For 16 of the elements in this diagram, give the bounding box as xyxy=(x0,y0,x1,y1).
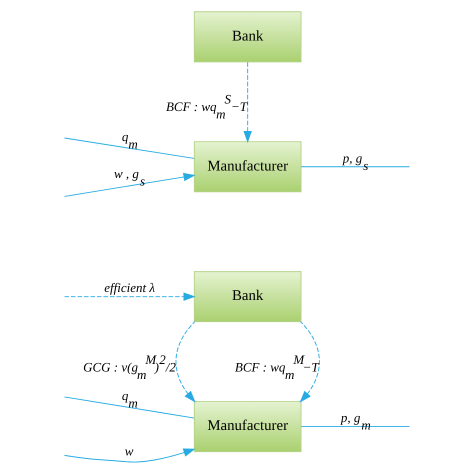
node-box: Bank xyxy=(194,11,302,62)
arrow xyxy=(176,321,196,403)
arrow xyxy=(64,448,196,462)
arrow xyxy=(300,321,320,403)
edge-label: w xyxy=(124,444,134,459)
node-box: Bank xyxy=(194,271,302,322)
arrow xyxy=(243,62,252,144)
node-box: Manufacturer xyxy=(194,141,302,192)
connector xyxy=(64,138,195,159)
arrow xyxy=(64,292,196,301)
connector xyxy=(300,426,410,428)
node-box: Manufacturer xyxy=(194,401,302,452)
arrow xyxy=(64,172,196,197)
connector xyxy=(64,396,195,418)
connector xyxy=(300,166,410,168)
edge-label: efficient λ xyxy=(104,280,155,296)
